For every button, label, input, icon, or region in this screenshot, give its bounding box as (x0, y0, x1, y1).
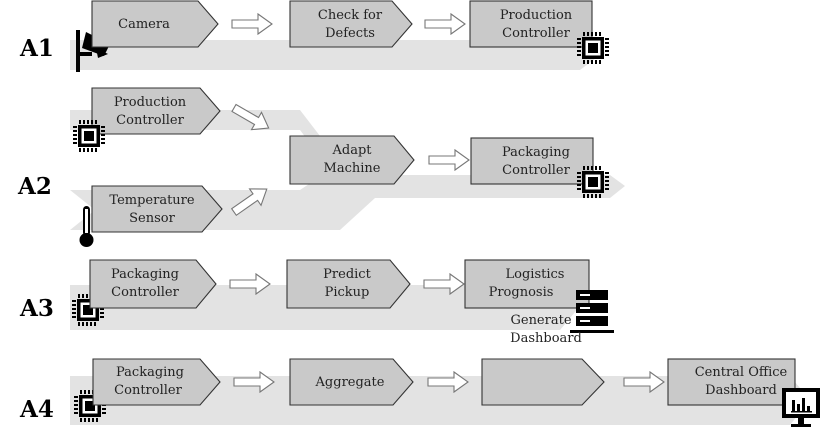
flow-arrow (424, 13, 466, 35)
step-predict-pickup: Predict Pickup (286, 259, 411, 309)
row-a4-band (70, 376, 810, 425)
step-check-line-2: Defects (325, 26, 375, 41)
row-a4-label: A4 (19, 396, 54, 423)
step-adapt-machine: Adapt Machine (289, 135, 415, 185)
step-camera-line-1: Camera (118, 17, 170, 32)
flow-arrow (428, 149, 470, 171)
row-a3-label: A3 (19, 295, 54, 322)
input-temperature-line-1: Temperature (109, 193, 194, 208)
step-packaging-controller: Packaging Controller (470, 137, 594, 185)
note-generate-line-2: Dashboard (510, 331, 582, 346)
step-packaging-controller: Packaging Controller (92, 358, 221, 406)
step-aggregate-line-1: Aggregate (315, 375, 385, 390)
input-production-controller: Production Controller (91, 87, 221, 135)
row-a1: A1 Camera Check for Defects Production C… (19, 0, 609, 72)
step-predict-line-1: Predict (323, 267, 371, 282)
step-logistics-line-2: Prognosis (489, 285, 554, 300)
step-logistics-prognosis: Logistics Prognosis (464, 259, 590, 309)
row-a2-label: A2 (17, 173, 52, 200)
step-production-line-1: Production (500, 8, 573, 23)
step-packaging-line-1: Packaging (111, 267, 179, 282)
monitor-chart-icon (782, 388, 820, 427)
input-production-line-1: Production (114, 95, 187, 110)
flow-arrow (231, 13, 273, 35)
step-logistics-line-1: Logistics (506, 267, 565, 282)
thermometer-icon (79, 206, 94, 247)
step-packaging-line-2: Controller (114, 383, 182, 398)
row-a1-label: A1 (19, 35, 54, 62)
step-predict-line-2: Pickup (325, 285, 370, 300)
step-central-line-2: Dashboard (705, 383, 777, 398)
step-central-line-1: Central Office (695, 365, 788, 380)
input-temperature-line-2: Sensor (129, 211, 175, 226)
row-a3: A3 Packaging Controller Predict Pickup L… (19, 259, 614, 346)
row-a1-band (70, 40, 600, 70)
step-adapt-line-1: Adapt (331, 143, 372, 158)
step-camera: Camera (91, 0, 219, 48)
input-production-line-2: Controller (116, 113, 184, 128)
step-empty (481, 358, 605, 406)
row-a2: A2 Production Controller Temperature Sen… (17, 87, 625, 247)
input-temperature-sensor: Temperature Sensor (91, 185, 223, 233)
step-packaging-line-2: Controller (502, 163, 570, 178)
step-central-office-dashboard: Central Office Dashboard (667, 358, 796, 406)
step-packaging-line-1: Packaging (116, 365, 184, 380)
step-production-line-2: Controller (502, 26, 570, 41)
step-adapt-line-2: Machine (324, 161, 381, 176)
step-aggregate: Aggregate (289, 358, 414, 406)
step-check-line-1: Check for (318, 8, 383, 23)
step-production-controller: Production Controller (469, 0, 593, 48)
step-packaging-line-2: Controller (111, 285, 179, 300)
step-packaging-controller: Packaging Controller (89, 259, 217, 309)
step-packaging-line-1: Packaging (502, 145, 570, 160)
step-check-for-defects: Check for Defects (289, 0, 413, 48)
row-a4: A4 Packaging Controller Aggregate Centra… (19, 358, 820, 427)
note-generate-line-1: Generate (510, 313, 571, 328)
server-icon (570, 290, 614, 333)
